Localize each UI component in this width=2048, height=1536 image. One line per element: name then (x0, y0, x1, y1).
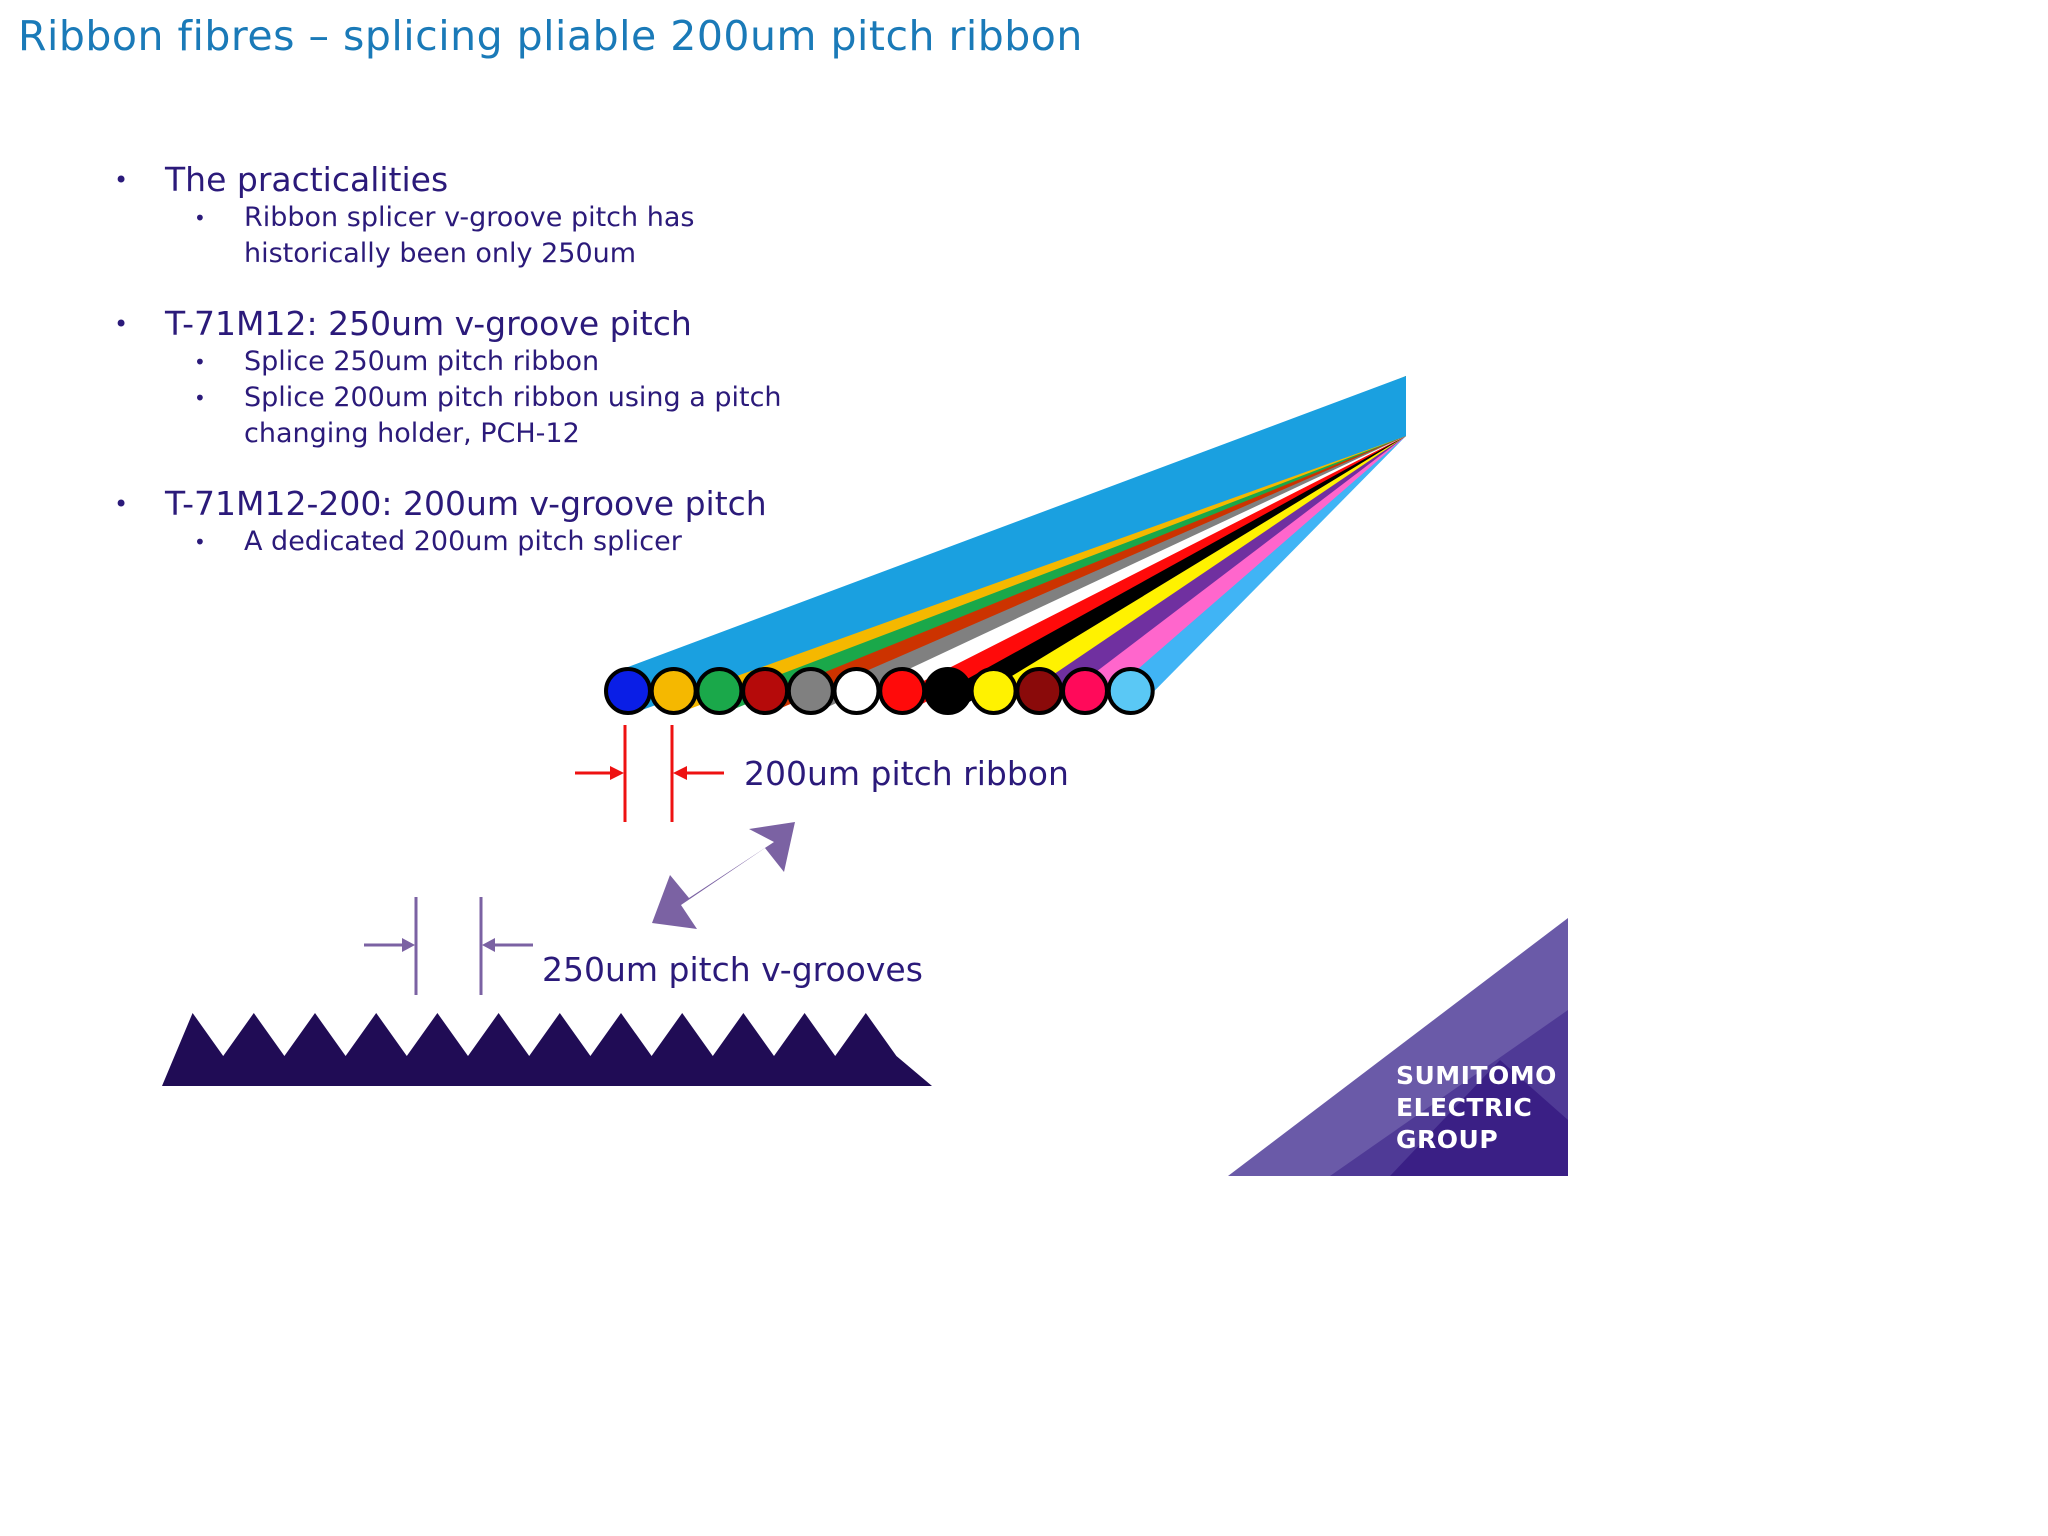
slide-title: Ribbon fibres – splicing pliable 200um p… (18, 12, 1083, 60)
vgroove-arrowhead-right (482, 938, 495, 952)
sub-bullet-dot: • (194, 530, 206, 554)
fiber-circle (1061, 667, 1109, 715)
pitch-arrowhead-right (673, 766, 687, 780)
fiber-circle (878, 667, 927, 715)
bullet-list: • The practicalities • Ribbon splicer v-… (112, 160, 804, 560)
pitch-arrowhead-left (610, 766, 624, 780)
fiber-circle (969, 667, 1018, 715)
vgroove-pitch-label: 250um pitch v-grooves (542, 950, 923, 989)
fiber-circle (786, 667, 835, 715)
sub-bullet-dot: • (194, 386, 206, 410)
fiber-circle (1015, 667, 1064, 715)
sumitomo-logo: SUMITOMO ELECTRIC GROUP (1396, 1061, 1557, 1154)
fiber-circle (604, 667, 652, 715)
fiber-cross-sections (604, 667, 1155, 715)
fiber-circle (1106, 667, 1155, 715)
bullet-dot: • (114, 310, 129, 338)
bullet-t71m12: • T-71M12: 250um v-groove pitch (114, 304, 692, 343)
ribbon-pitch-dimension (575, 725, 724, 822)
ribbon-pitch-label: 200um pitch ribbon (744, 754, 1069, 793)
bullet-dot: • (114, 490, 129, 518)
fiber-circle (741, 667, 790, 715)
bullet-practicalities: • The practicalities (114, 160, 449, 199)
fiber-circle (695, 667, 744, 715)
sub-bullet-dot: • (194, 350, 206, 374)
double-headed-arrow-icon (652, 822, 795, 929)
vgroove-arrowhead-left (402, 938, 415, 952)
logo-background (1228, 918, 1568, 1176)
fiber-circle (649, 667, 698, 715)
sub-bullet-splice-200-holder: • Splice 200um pitch ribbon using a pitc… (194, 382, 782, 449)
fiber-circle (832, 667, 881, 715)
sub-bullet-dedicated-splicer: • A dedicated 200um pitch splicer (112, 524, 804, 560)
ribbon-stripe (628, 376, 1406, 715)
vgroove-pitch-dimension (364, 897, 533, 995)
bullet-t71m12-200: • T-71M12-200: 200um v-groove pitch (114, 484, 767, 523)
sub-bullet-historical-pitch: • Ribbon splicer v-groove pitch has hist… (194, 202, 695, 269)
sub-bullet-splice-250: • Splice 250um pitch ribbon (112, 344, 804, 380)
ribbon-stripes (628, 376, 1406, 715)
bullet-dot: • (114, 166, 129, 194)
vgroove-block (162, 1013, 932, 1086)
fiber-circle (923, 667, 972, 715)
vgroove-teeth (162, 1013, 932, 1086)
sub-bullet-dot: • (194, 206, 206, 230)
ribbon-diagram (162, 376, 1568, 1176)
